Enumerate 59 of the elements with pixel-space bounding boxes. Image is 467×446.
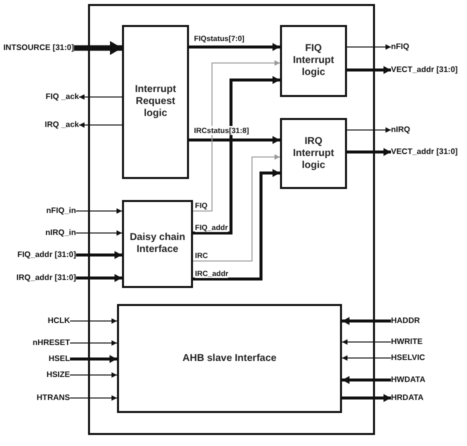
module-boundary xyxy=(88,4,375,435)
block-label: Daisy chain Interface xyxy=(128,232,186,256)
signal-label: FIQ _ack xyxy=(46,92,79,102)
arrow xyxy=(70,372,118,378)
arrow xyxy=(78,122,122,128)
arrow xyxy=(76,274,122,282)
logic-block xyxy=(280,25,347,97)
arrow xyxy=(193,76,280,234)
signal-label: nHRESET xyxy=(32,338,70,348)
signal-label: HSIZE xyxy=(46,370,70,380)
arrow xyxy=(192,60,280,212)
arrow xyxy=(347,66,391,74)
arrow xyxy=(76,251,122,259)
arrow xyxy=(70,395,118,401)
signal-label: FIQ_addr [31:0] xyxy=(17,250,76,260)
block-label: AHB slave Interface xyxy=(182,352,276,364)
logic-block xyxy=(122,200,193,288)
signal-label: HWDATA xyxy=(391,375,426,385)
signal-label: IRQ_addr [31:0] xyxy=(16,273,76,283)
signal-label: nIRQ_in xyxy=(45,228,76,238)
arrow xyxy=(347,148,391,156)
arrow xyxy=(70,340,118,346)
signal-label: HTRANS xyxy=(36,393,70,403)
block-label: IRQ Interrupt logic xyxy=(292,136,336,172)
logic-block xyxy=(122,25,189,179)
signal-label: VECT_addr [31:0] xyxy=(391,147,458,157)
arrow xyxy=(78,94,122,100)
arrow xyxy=(342,339,392,345)
signal-label: nIRQ xyxy=(391,125,410,135)
signal-label: HRDATA xyxy=(391,393,424,403)
signal-label: HWRITE xyxy=(391,337,423,347)
arrow xyxy=(76,230,122,236)
arrow xyxy=(70,318,118,324)
arrow xyxy=(76,208,122,214)
arrow xyxy=(346,127,392,133)
arrow xyxy=(342,317,391,325)
arrow xyxy=(70,355,117,363)
block-label: FIQ Interrupt logic xyxy=(292,43,336,79)
signal-label: HSELVIC xyxy=(391,353,426,363)
signal-label: HSEL xyxy=(48,354,70,364)
signal-label: HADDR xyxy=(391,316,420,326)
arrow xyxy=(346,44,392,50)
signal-label: nFIQ_in xyxy=(46,206,76,216)
signal-label: IRQ _ack xyxy=(44,120,79,130)
arrow xyxy=(342,376,391,384)
signal-label: HCLK xyxy=(48,316,70,326)
logic-block xyxy=(117,304,342,413)
signal-label: INTSOURCE [31:0] xyxy=(3,43,74,53)
arrow xyxy=(192,154,280,262)
block-label: Interrupt Request logic xyxy=(134,84,178,120)
signal-label: VECT_addr [31:0] xyxy=(391,65,458,75)
arrow xyxy=(342,394,391,402)
arrow xyxy=(189,136,280,144)
arrow xyxy=(74,41,122,55)
signal-label: nFIQ xyxy=(391,42,410,52)
arrow xyxy=(193,169,280,280)
arrow xyxy=(189,43,280,51)
arrow xyxy=(342,355,392,361)
logic-block xyxy=(280,118,347,189)
